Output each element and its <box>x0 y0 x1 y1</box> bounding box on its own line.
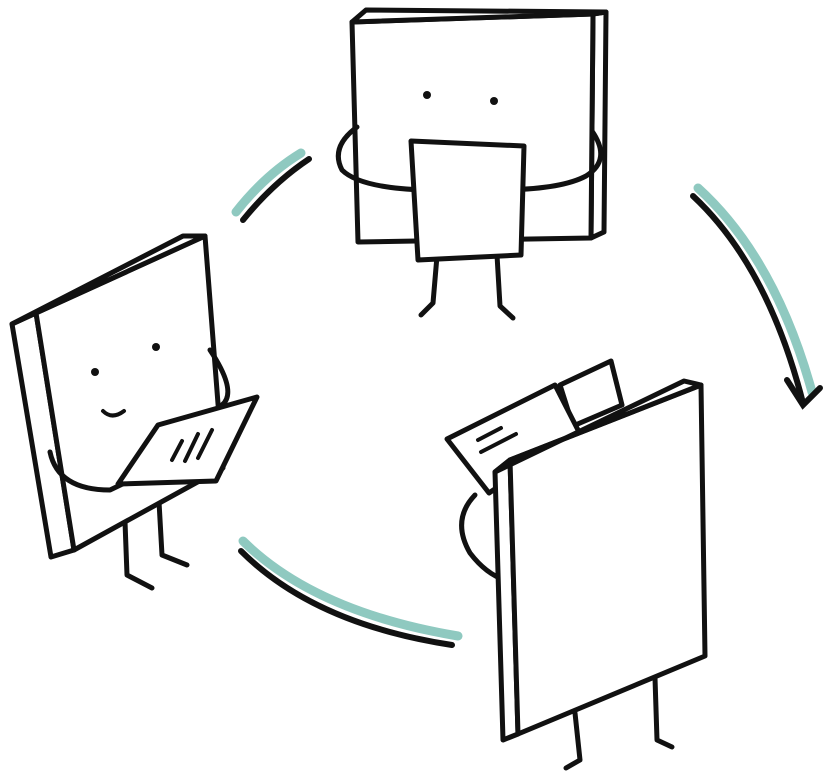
paper-sheet <box>408 138 527 263</box>
eye-right <box>152 343 160 351</box>
eye-right <box>490 97 498 105</box>
eye-left <box>91 368 99 376</box>
arrowhead-icon <box>784 377 823 410</box>
cycle-arrow-top-left <box>231 148 312 223</box>
book-character-left <box>9 233 260 591</box>
smile <box>101 409 126 418</box>
cycle-arrow-right <box>690 183 823 410</box>
book-character-bottom-right <box>444 358 708 771</box>
cycle-arrow-bottom-left <box>238 536 463 648</box>
book-character-top <box>335 7 609 321</box>
eye-left <box>423 91 431 99</box>
paper-sheet-writing <box>115 394 260 487</box>
